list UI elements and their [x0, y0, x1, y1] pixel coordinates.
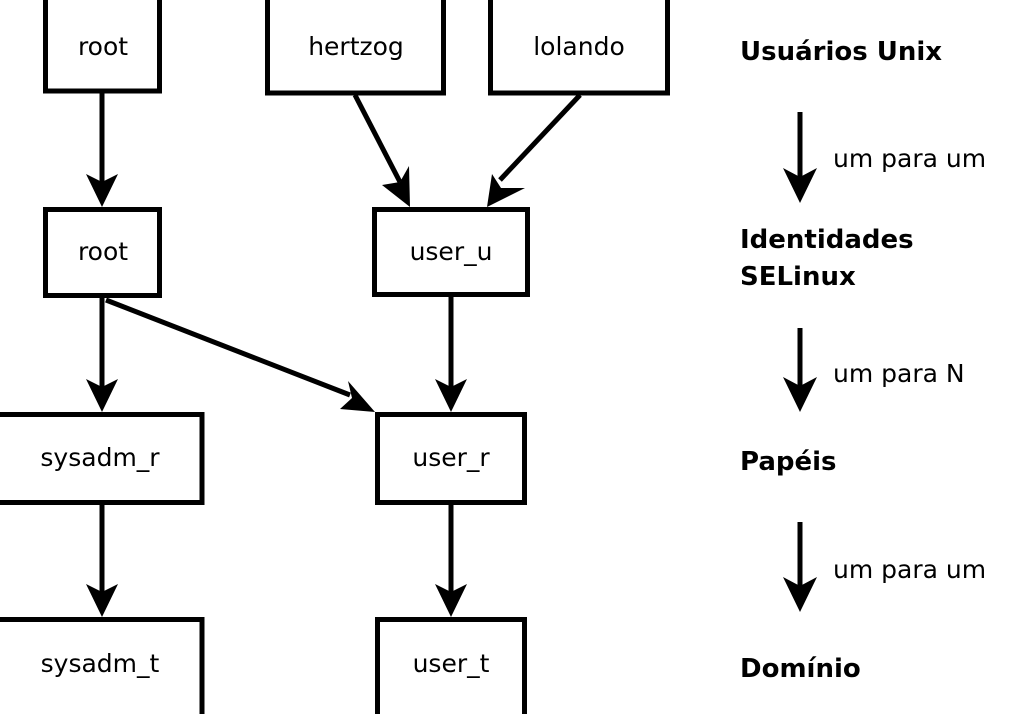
- stage-label-selinux-identities-line1: Identidades: [740, 225, 914, 255]
- edge-selinux-root-to-user-r: [105, 297, 375, 412]
- stage-label-unix-users: Usuários Unix: [740, 37, 942, 67]
- node-hertzog[interactable]: hertzog: [265, 0, 446, 96]
- node-sysadm-t[interactable]: sysadm_t: [0, 617, 205, 714]
- edge-user-r-to-user-t: [435, 505, 467, 617]
- node-user-r[interactable]: user_r: [375, 412, 527, 505]
- node-selinux-root[interactable]: root: [43, 207, 162, 298]
- edge-group: [86, 93, 582, 617]
- node-user-t[interactable]: user_t: [375, 617, 527, 714]
- edge-user-u-to-user-r: [435, 297, 467, 412]
- node-user-u[interactable]: user_u: [372, 207, 530, 297]
- node-user-u-label: user_u: [410, 237, 493, 266]
- node-lolando[interactable]: lolando: [488, 0, 670, 96]
- legend-relation-label-3: um para um: [833, 555, 986, 584]
- node-unix-root-label: root: [78, 32, 128, 61]
- stage-label-domain: Domínio: [740, 654, 861, 684]
- node-sysadm-t-label: sysadm_t: [41, 649, 160, 678]
- node-group: root hertzog lolando root user_u sysadm_: [0, 0, 670, 714]
- node-sysadm-r-label: sysadm_r: [40, 443, 160, 472]
- edge-unix-root-to-selinux-root: [86, 93, 118, 207]
- stage-label-selinux-identities-line2: SELinux: [740, 262, 856, 292]
- edge-hertzog-to-user-u: [352, 93, 410, 207]
- edge-selinux-root-to-sysadm-r: [86, 298, 118, 412]
- node-unix-root[interactable]: root: [43, 0, 162, 94]
- node-user-r-label: user_r: [412, 443, 490, 472]
- node-lolando-label: lolando: [533, 32, 625, 61]
- node-selinux-root-label: root: [78, 237, 128, 266]
- legend-relation-label-1: um para um: [833, 144, 986, 173]
- edge-lolando-to-user-u: [487, 93, 582, 207]
- node-user-t-label: user_t: [413, 649, 490, 678]
- legend-arrow-one-to-one-2: [783, 522, 817, 612]
- legend-relation-label-2: um para N: [833, 359, 965, 388]
- stage-label-roles: Papéis: [740, 447, 837, 477]
- legend-arrow-one-to-one-1: [783, 112, 817, 203]
- legend-arrow-one-to-n: [783, 328, 817, 412]
- node-sysadm-r[interactable]: sysadm_r: [0, 412, 205, 505]
- edge-sysadm-r-to-sysadm-t: [86, 505, 118, 617]
- legend-column: Usuários Unix um para um Identidades SEL…: [740, 37, 986, 684]
- node-hertzog-label: hertzog: [308, 32, 404, 61]
